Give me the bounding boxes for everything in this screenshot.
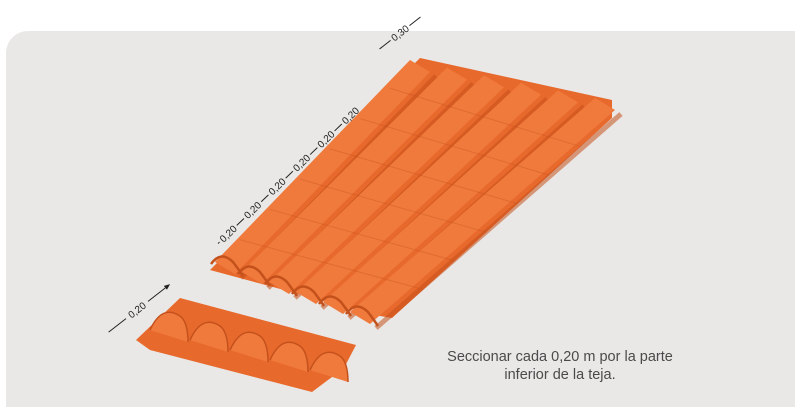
section-cut-line: [389, 87, 581, 148]
tile-ridge: [296, 82, 541, 304]
section-cut-line: [329, 148, 518, 205]
top-dimension: 0,30: [379, 16, 421, 50]
tile-ridge: [215, 60, 430, 274]
cut-tile-ridges: [149, 311, 349, 383]
cut-tile-wave: [229, 331, 269, 363]
cut-tile-wave: [309, 351, 349, 383]
large-tile-front-edge: [209, 255, 380, 327]
section-cut-line: [359, 118, 550, 176]
cut-tile-wave: [269, 341, 309, 373]
instruction-caption: Seccionar cada 0,20 m por la parte infer…: [410, 348, 710, 384]
section-dimension-label: 0,20: [127, 300, 149, 321]
large-tile-ridges: [215, 60, 623, 330]
tile-ridge: [269, 75, 504, 294]
cut-tile-section: [136, 298, 356, 392]
tile-front-wave: [344, 305, 380, 327]
cut-tile-wave: [189, 321, 229, 353]
section-cut-line: [269, 208, 455, 262]
tile-ridge: [323, 90, 578, 315]
large-tile-sheet: [209, 58, 623, 330]
section-cut-line: [299, 178, 487, 233]
tile-ridge: [242, 67, 467, 284]
cut-tile-wave: [149, 311, 189, 343]
top-dimension-label: 0,30: [390, 23, 412, 44]
tile-valley: [374, 112, 623, 330]
section-cut-marks: [239, 87, 581, 290]
tile-ridge: [350, 98, 615, 324]
caption-line-2: inferior de la teja.: [504, 367, 616, 383]
caption-line-1: Seccionar cada 0,20 m por la parte: [447, 349, 673, 365]
section-cut-line: [239, 239, 424, 290]
